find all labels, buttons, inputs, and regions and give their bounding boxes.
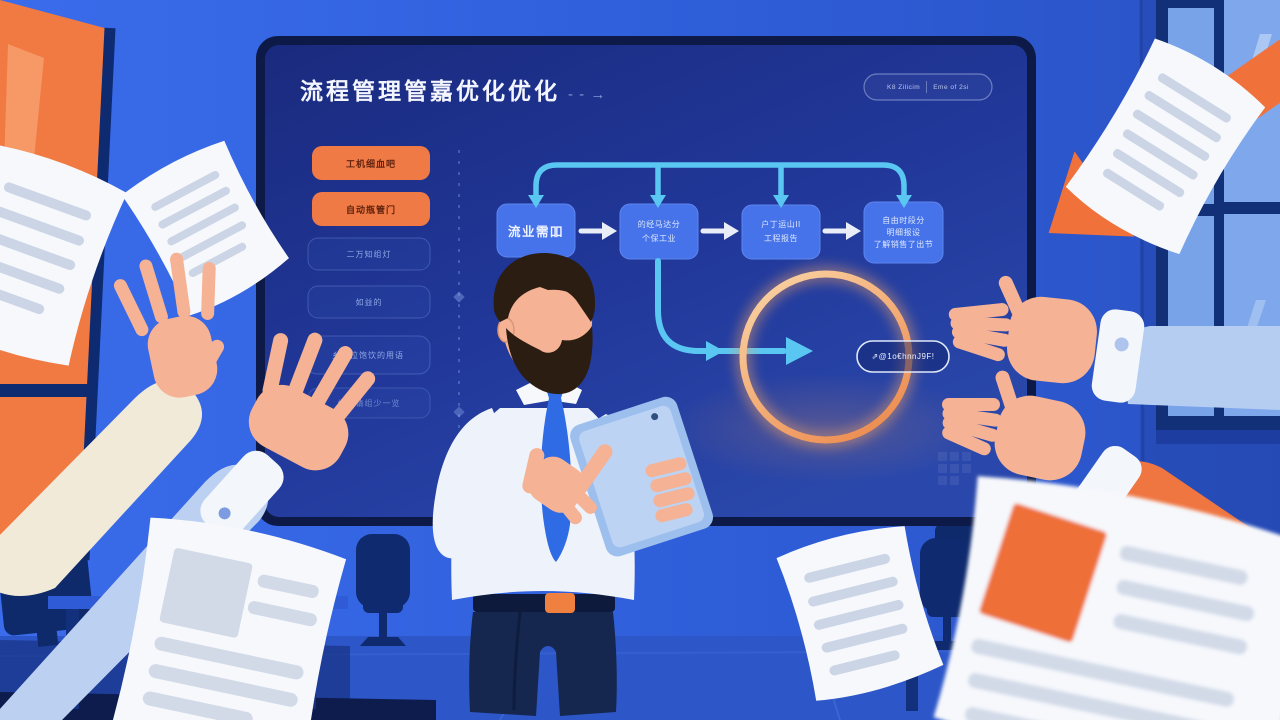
screen-title-text: 流程管理管嘉优化优化 xyxy=(300,78,560,104)
screen-title: 流程管理管嘉优化优化 - - → xyxy=(300,72,606,106)
glow-ring xyxy=(739,270,913,444)
sidebar-primary-2-label: 自动瓶管门 xyxy=(345,204,396,215)
window-sill xyxy=(1156,430,1280,444)
flying-paper xyxy=(1065,38,1266,255)
flying-paper-blurred xyxy=(933,476,1280,720)
node-3-line-1: 户丁运山II xyxy=(761,220,801,229)
hair-fringe xyxy=(540,277,593,314)
sidebar-button-ghost-1 xyxy=(307,237,431,271)
presenter-man xyxy=(432,252,714,716)
chip-left-text: K8 Zilicim xyxy=(887,83,921,91)
timeline-node xyxy=(453,291,465,303)
flowchart-node-3-label: 户丁运山II 工程报告 xyxy=(742,205,820,259)
header-chip-text: K8 Zilicim Eme of 2si xyxy=(864,74,992,100)
hand-right-upper xyxy=(948,275,1280,410)
timeline-node xyxy=(453,406,465,418)
node-4-line-2: 明细报设 xyxy=(886,227,921,237)
flow-loop-arrow xyxy=(655,258,813,365)
grid-watermark xyxy=(938,452,971,485)
cuff-white xyxy=(1091,309,1145,403)
hand-left-upper xyxy=(0,252,225,596)
sidebar-ghost-2-label: 如益的 xyxy=(355,297,383,307)
trousers xyxy=(469,612,617,716)
flying-paper-report xyxy=(106,517,347,720)
screen-warm-glow xyxy=(666,373,986,483)
flying-paper xyxy=(776,526,944,701)
sleeve-lightblue xyxy=(1121,326,1280,410)
sidebar-button-primary-1 xyxy=(312,146,430,180)
glass-frame-bar xyxy=(0,384,90,397)
sidebar-ghost-1-label: 二万知组灯 xyxy=(346,249,392,259)
sidebar-button-ghost-2 xyxy=(307,285,431,319)
flow-arrows-horizontal xyxy=(578,222,861,240)
node-4-line-3: 了解销售了出节 xyxy=(873,239,934,249)
flowchart-node-4-label: 自由时段分 明细报设 了解销售了出节 xyxy=(864,202,943,263)
beard xyxy=(506,326,593,395)
sidebar-ghost-4-label: 作选请组少一览 xyxy=(337,398,401,408)
trouser-crease xyxy=(512,611,522,711)
header-chip xyxy=(863,73,993,101)
sidebar-primary-1-label: 工机细血吧 xyxy=(345,158,396,169)
chip-right-text: Eme of 2si xyxy=(933,83,969,91)
shirt-left-arm xyxy=(432,408,540,559)
holding-hand xyxy=(645,457,695,523)
flying-paper xyxy=(0,143,128,366)
presentation-screen xyxy=(256,36,1036,526)
node-4-line-1: 自由时段分 xyxy=(882,215,925,225)
cuff-white xyxy=(200,450,284,538)
belt xyxy=(473,594,615,612)
paper-orange-block xyxy=(979,503,1107,643)
node-3-line-2: 工程报告 xyxy=(764,234,798,243)
belt-buckle xyxy=(545,593,575,613)
tablet-camera xyxy=(651,413,659,421)
hair xyxy=(493,252,596,322)
loop-label-pill xyxy=(856,340,950,373)
sidebar-ghost-3-label: 乡一位饱饮的用语 xyxy=(332,350,404,360)
sidebar-button-primary-2 xyxy=(312,192,430,226)
flowchart-node-1-label: 流业需吅 xyxy=(507,225,564,239)
loop-pill-label: ⇗@1o€hnnJ9F! xyxy=(871,352,935,361)
flow-rail-top xyxy=(528,162,912,208)
sleeve-cream xyxy=(0,380,202,596)
title-dashed-arrow: - - → xyxy=(568,86,607,103)
pointing-hand xyxy=(522,444,613,525)
chip-divider xyxy=(926,81,928,93)
node-2-line-2: 个保工业 xyxy=(642,233,676,243)
node-2-line-1: 的经马达分 xyxy=(637,219,681,229)
flowchart-node-2-label: 的经马达分 个保工业 xyxy=(620,204,698,259)
